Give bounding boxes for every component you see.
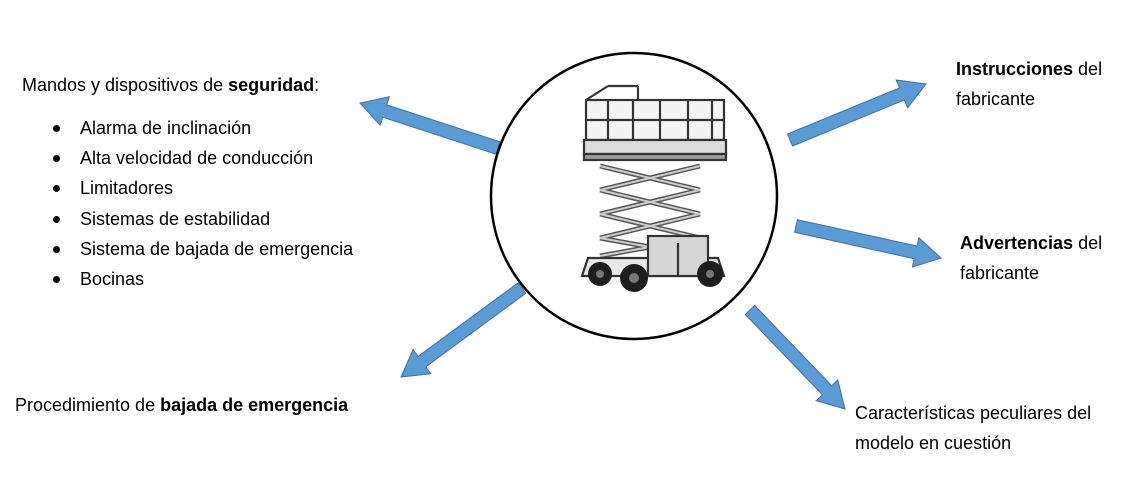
safety-heading: Mandos y dispositivos de seguridad: xyxy=(22,70,319,100)
list-item: Bocinas xyxy=(46,264,353,294)
warnings-bold: Advertencias xyxy=(960,233,1074,253)
bullet-icon xyxy=(53,245,60,253)
bullet-icon xyxy=(53,185,60,193)
bullet-icon xyxy=(53,155,60,163)
emergency-procedure-label: Procedimiento de bajada de emergencia xyxy=(15,390,348,420)
list-item: Alarma de inclinación xyxy=(46,113,353,143)
list-item-label: Alarma de inclinación xyxy=(80,118,252,138)
safety-heading-colon: : xyxy=(314,75,320,95)
instructions-rest: del xyxy=(1073,59,1103,79)
model-features-label: Características peculiares del modelo en… xyxy=(855,398,1091,458)
arrow-to-emergency-procedure xyxy=(400,282,527,378)
emergency-procedure-text: Procedimiento de xyxy=(15,395,161,415)
warnings-line2: fabricante xyxy=(960,263,1040,283)
list-item: Alta velocidad de conducción xyxy=(46,143,353,173)
manufacturer-instructions-label: Instrucciones del fabricante xyxy=(956,54,1102,114)
scissor-lift-icon xyxy=(580,84,728,292)
bullet-icon xyxy=(53,276,60,284)
model-features-line2: modelo en cuestión xyxy=(855,433,1012,453)
arrow-to-manufacturer-instructions xyxy=(786,79,927,147)
list-item-label: Sistemas de estabilidad xyxy=(80,208,271,229)
safety-heading-text: Mandos y dispositivos de xyxy=(22,75,229,95)
instructions-bold: Instrucciones xyxy=(956,59,1074,79)
list-item: Limitadores xyxy=(46,173,353,203)
list-item: Sistemas de estabilidad xyxy=(46,204,353,234)
bullet-icon xyxy=(53,215,60,223)
manufacturer-warnings-label: Advertencias del fabricante xyxy=(960,228,1102,288)
list-item-label: Alta velocidad de conducción xyxy=(80,148,314,169)
list-item-label: Sistema de bajada de emergencia xyxy=(80,238,354,259)
warnings-rest: del xyxy=(1073,233,1103,253)
model-features-line1: Características peculiares del xyxy=(855,403,1092,423)
emergency-procedure-bold: bajada de emergencia xyxy=(160,395,349,415)
list-item-label: Limitadores xyxy=(80,178,174,199)
arrow-to-manufacturer-warnings xyxy=(794,219,942,268)
list-item: Sistema de bajada de emergencia xyxy=(46,234,353,264)
arrow-to-model-features xyxy=(744,304,846,410)
safety-list: Alarma de inclinación Alta velocidad de … xyxy=(46,113,353,294)
bullet-icon xyxy=(53,125,60,132)
instructions-line2: fabricante xyxy=(956,89,1036,109)
list-item-label: Bocinas xyxy=(80,269,145,290)
arrow-to-safety-controls xyxy=(359,96,501,155)
safety-heading-bold: seguridad xyxy=(228,75,315,95)
